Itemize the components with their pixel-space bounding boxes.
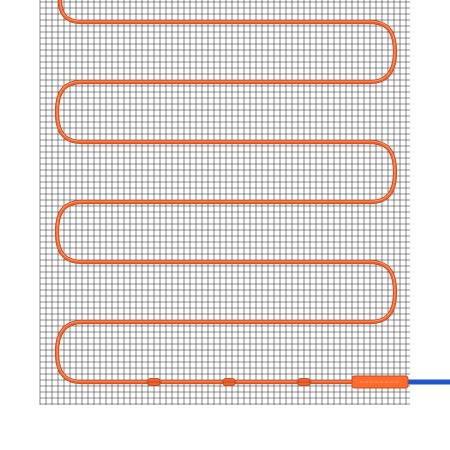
cable-clip [221,378,237,386]
cable-clip [146,378,162,386]
heating-cable [54,0,398,385]
cable-clips [146,378,312,386]
heating-cable-highlight [56,0,396,382]
cable-clip [296,378,312,386]
cable-coupling [351,375,409,389]
